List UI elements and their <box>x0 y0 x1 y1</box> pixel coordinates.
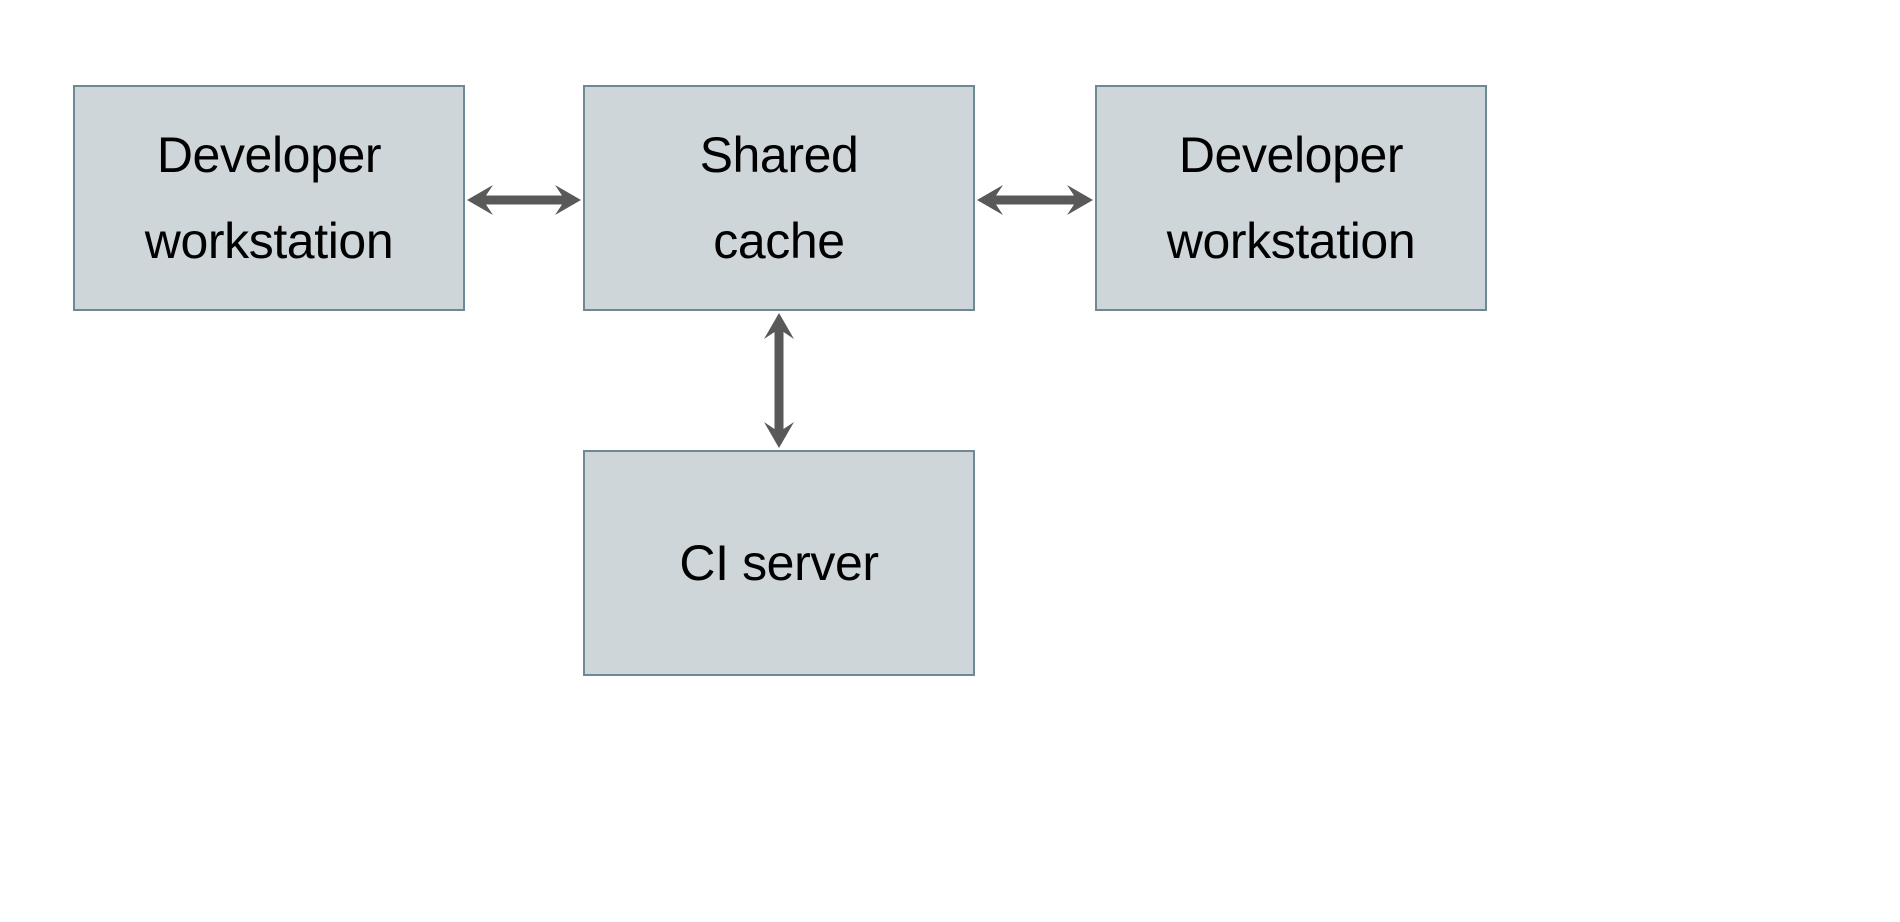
node-label: Developer workstation <box>144 127 394 269</box>
node-shared-cache[interactable]: Shared cache <box>583 85 975 311</box>
node-developer-workstation-right[interactable]: Developer workstation <box>1095 85 1487 311</box>
edge-developer-workstation-left-to-shared-cache <box>467 185 581 215</box>
node-ci-server[interactable]: CI server <box>583 450 975 676</box>
node-label: CI server <box>679 535 879 591</box>
node-label: Developer workstation <box>1166 127 1416 269</box>
double-arrow-icon <box>467 185 581 215</box>
node-label: Shared cache <box>699 127 859 269</box>
node-developer-workstation-left[interactable]: Developer workstation <box>73 85 465 311</box>
edge-shared-cache-to-developer-workstation-right <box>977 185 1093 215</box>
edge-shared-cache-to-ci-server <box>764 313 794 448</box>
double-arrow-icon <box>977 185 1093 215</box>
double-arrow-icon <box>764 313 794 448</box>
